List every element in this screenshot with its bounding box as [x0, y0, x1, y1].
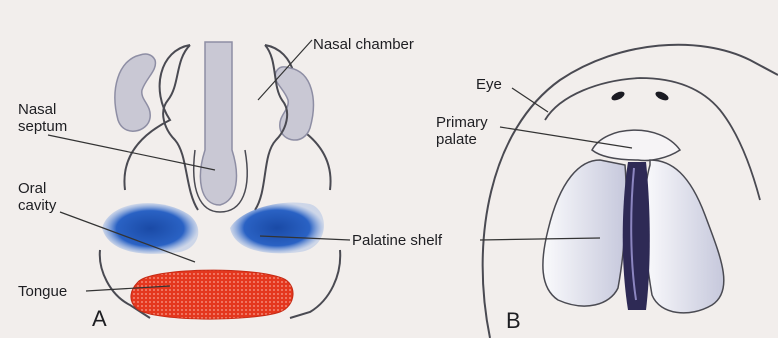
primary-palate-shape — [592, 130, 680, 160]
label-nasal-chamber: Nasal chamber — [313, 36, 414, 53]
label-primary-palate: Primary palate — [436, 114, 488, 148]
eye-left — [610, 90, 626, 102]
tongue-shape — [131, 270, 293, 319]
palatine-shelf-left — [102, 203, 198, 254]
label-oral-cavity: Oral cavity — [18, 180, 56, 214]
panel-a-drawing — [48, 40, 350, 319]
panel-letter-a: A — [92, 306, 107, 332]
label-nasal-septum: Nasal septum — [18, 101, 67, 135]
nasal-concha-right — [275, 67, 313, 140]
nasal-septum-shape — [200, 42, 236, 205]
label-tongue: Tongue — [18, 283, 67, 300]
label-palatine-shelf: Palatine shelf — [352, 232, 442, 249]
eye-right — [654, 90, 670, 102]
palatine-shelf-right — [230, 202, 324, 253]
midline-cleft — [623, 162, 650, 310]
panel-letter-b: B — [506, 308, 521, 334]
label-eye: Eye — [476, 76, 502, 93]
panel-b-drawing — [480, 45, 778, 338]
leader-nasal-septum — [48, 135, 215, 170]
nasal-concha-left — [115, 54, 156, 131]
palatine-shelf-b-right — [644, 160, 723, 313]
palatine-shelf-b-left — [543, 160, 626, 306]
